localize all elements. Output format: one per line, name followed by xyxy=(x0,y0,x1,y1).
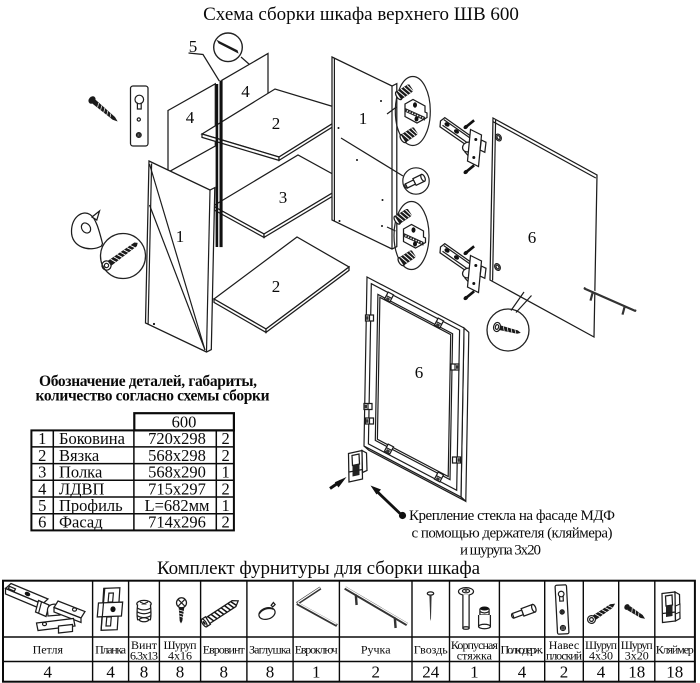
svg-text:18: 18 xyxy=(628,663,645,682)
svg-text:Крепление стекла на фасаде МДФ: Крепление стекла на фасаде МДФ xyxy=(409,508,615,524)
svg-text:4: 4 xyxy=(241,82,250,101)
svg-text:Евроключ: Евроключ xyxy=(295,643,338,657)
svg-text:1: 1 xyxy=(470,663,479,682)
svg-text:6: 6 xyxy=(38,513,46,532)
svg-text:плоский: плоский xyxy=(546,649,583,663)
svg-text:8: 8 xyxy=(176,663,185,682)
svg-text:Полкодерж.: Полкодерж. xyxy=(501,643,544,657)
svg-text:5: 5 xyxy=(189,37,198,56)
svg-text:Гвоздь: Гвоздь xyxy=(414,643,449,657)
svg-text:Навес: Навес xyxy=(549,638,580,652)
svg-text:Евровинт: Евровинт xyxy=(203,643,246,657)
svg-text:Планка: Планка xyxy=(95,643,127,657)
svg-text:Обозначение деталей, габариты,: Обозначение деталей, габариты, xyxy=(39,373,257,390)
svg-text:1: 1 xyxy=(221,463,229,482)
svg-text:2: 2 xyxy=(560,663,569,682)
svg-text:1: 1 xyxy=(312,663,321,682)
svg-text:Шуруп: Шуруп xyxy=(164,638,198,652)
svg-text:3: 3 xyxy=(279,188,288,207)
svg-text:2: 2 xyxy=(221,513,229,532)
svg-text:количество согласно схемы сбор: количество согласно схемы сборки xyxy=(36,388,270,405)
svg-text:3х20: 3х20 xyxy=(625,649,649,663)
svg-text:4: 4 xyxy=(38,479,46,498)
svg-text:Профиль: Профиль xyxy=(59,496,123,515)
svg-text:2: 2 xyxy=(38,446,46,465)
svg-text:4: 4 xyxy=(518,663,527,682)
svg-text:2: 2 xyxy=(221,479,229,498)
svg-text:Вязка: Вязка xyxy=(59,446,100,465)
svg-text:2: 2 xyxy=(371,663,380,682)
svg-text:Боковина: Боковина xyxy=(59,429,126,448)
svg-text:18: 18 xyxy=(666,663,683,682)
svg-text:Шуруп: Шуруп xyxy=(621,638,654,652)
svg-text:1: 1 xyxy=(38,429,46,448)
svg-text:4: 4 xyxy=(186,108,195,127)
svg-text:Винт: Винт xyxy=(131,638,158,652)
svg-text:8: 8 xyxy=(266,663,275,682)
svg-text:4х30: 4х30 xyxy=(589,649,613,663)
svg-text:2: 2 xyxy=(221,446,229,465)
svg-text:720х298: 720х298 xyxy=(148,429,206,448)
svg-text:715х297: 715х297 xyxy=(148,479,206,498)
svg-text:2: 2 xyxy=(272,277,281,296)
svg-text:Комплект фурнитуры для сборки: Комплект фурнитуры для сборки шкафа xyxy=(157,558,481,579)
svg-text:600: 600 xyxy=(172,413,197,432)
svg-text:1: 1 xyxy=(359,109,368,128)
svg-text:Шуруп: Шуруп xyxy=(585,638,618,652)
svg-text:ЛДВП: ЛДВП xyxy=(59,479,104,498)
svg-text:Заглушка: Заглушка xyxy=(249,643,292,657)
svg-text:Петля: Петля xyxy=(33,643,64,657)
svg-text:4: 4 xyxy=(106,663,115,682)
svg-text:2: 2 xyxy=(272,114,281,133)
svg-text:стяжка: стяжка xyxy=(457,649,493,663)
svg-text:1: 1 xyxy=(176,227,185,246)
svg-text:Ручка: Ручка xyxy=(361,643,391,657)
svg-text:с помощью держателя (кляймера): с помощью держателя (кляймера) xyxy=(412,526,613,542)
svg-text:8: 8 xyxy=(140,663,149,682)
svg-text:4: 4 xyxy=(44,663,53,682)
svg-text:3: 3 xyxy=(38,463,46,482)
svg-text:Фасад: Фасад xyxy=(59,513,103,532)
svg-text:2: 2 xyxy=(221,429,229,448)
svg-text:24: 24 xyxy=(422,663,440,682)
svg-text:1: 1 xyxy=(221,496,229,515)
svg-text:5: 5 xyxy=(38,496,46,515)
svg-text:и шурупа 3х20: и шурупа 3х20 xyxy=(460,543,541,559)
svg-text:568х298: 568х298 xyxy=(148,446,206,465)
svg-text:L=682мм: L=682мм xyxy=(144,496,210,515)
svg-text:8: 8 xyxy=(219,663,228,682)
svg-text:4: 4 xyxy=(597,663,606,682)
svg-text:568х290: 568х290 xyxy=(148,463,206,482)
svg-text:Корпусная: Корпусная xyxy=(451,638,498,652)
svg-text:714х296: 714х296 xyxy=(148,513,206,532)
svg-text:6: 6 xyxy=(528,228,537,247)
svg-text:Полка: Полка xyxy=(59,463,103,482)
svg-text:6: 6 xyxy=(415,363,424,382)
svg-text:Кляймер: Кляймер xyxy=(656,643,694,657)
svg-text:Схема сборки шкафа верхнего ШВ: Схема сборки шкафа верхнего ШВ 600 xyxy=(203,4,519,25)
svg-text:4х16: 4х16 xyxy=(168,649,192,663)
svg-text:6.3х13: 6.3х13 xyxy=(130,649,158,663)
